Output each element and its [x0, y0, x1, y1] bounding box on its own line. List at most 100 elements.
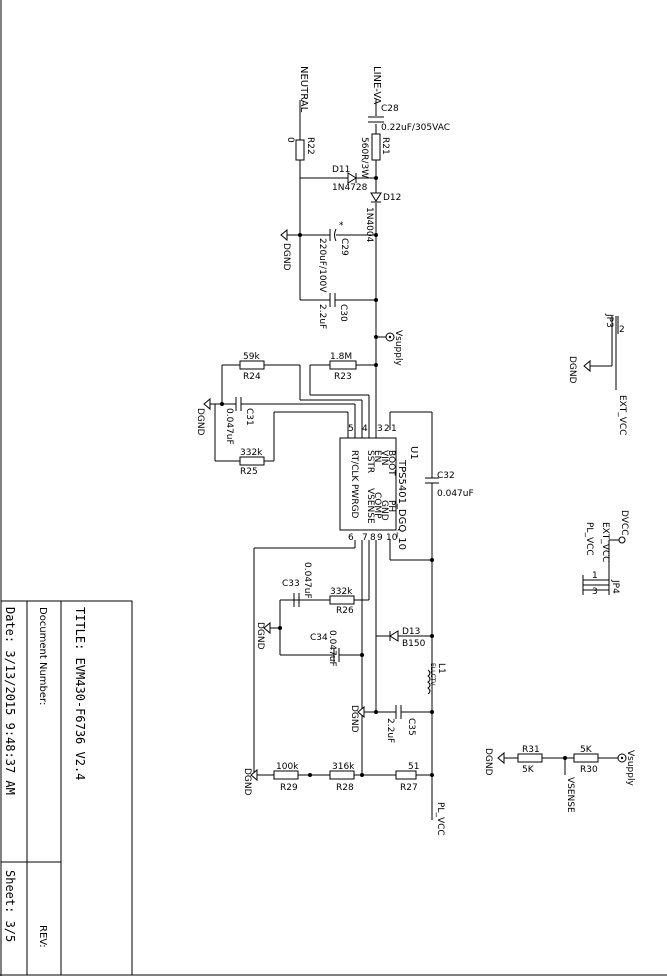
svg-text:1N4004: 1N4004	[364, 207, 374, 243]
u1-ic: 1 2 3 4 5 BOOT VIN EN SSTR RT/CLK PH GND…	[339, 424, 419, 550]
net-dvcc-label: DVCC	[619, 510, 629, 536]
junction	[374, 176, 378, 180]
c35-capacitor: C35 2.2uF	[376, 705, 432, 743]
svg-text:C35: C35	[406, 718, 416, 736]
svg-text:1N4728: 1N4728	[332, 183, 368, 193]
d12-diode: D12 1N4004	[364, 192, 401, 243]
svg-text:3: 3	[592, 587, 598, 597]
dgnd-symbol-3: DGND	[255, 621, 280, 650]
document-number-label: Document Number:	[37, 607, 48, 705]
r31-resistor: R31 5K	[504, 745, 574, 775]
svg-text:1: 1	[391, 424, 397, 434]
jp3-jumper: JP3 2	[590, 313, 625, 390]
svg-text:RT/CLK: RT/CLK	[349, 450, 359, 482]
svg-text:DGND: DGND	[349, 705, 359, 733]
svg-text:COMP: COMP	[372, 492, 382, 519]
svg-text:R26: R26	[336, 606, 354, 616]
dgnd-symbol-2: DGND	[195, 397, 211, 436]
c30-capacitor: C30 2.2uF	[300, 293, 376, 329]
d11-zener-diode: D11 1N4728	[300, 165, 376, 193]
net-pl-vcc-label: PL_VCC	[435, 802, 445, 836]
svg-text:1: 1	[592, 571, 598, 581]
svg-text:316k: 316k	[332, 762, 355, 772]
u1-ref: U1	[408, 446, 419, 460]
svg-text:DGND: DGND	[255, 622, 265, 650]
dgnd-symbol-5: DGND	[242, 768, 258, 796]
svg-text:10: 10	[386, 533, 398, 543]
svg-text:BOOT: BOOT	[386, 450, 396, 476]
jp4-jumper: JP4 1 3	[582, 539, 620, 597]
svg-text:VSENSE: VSENSE	[365, 488, 375, 524]
net-vsense-label: VSENSE	[565, 777, 575, 813]
c34-capacitor: 0.047uF C34	[280, 630, 362, 667]
svg-text:C30: C30	[338, 304, 348, 322]
svg-text:C29: C29	[339, 238, 349, 256]
svg-text:PH: PH	[386, 500, 396, 512]
r28-resistor: 316k R28	[329, 762, 396, 793]
title-text: TITLE: EVM430-F6736 V2.4	[73, 607, 87, 780]
svg-text:R21: R21	[380, 137, 390, 155]
svg-text:0.047uF: 0.047uF	[437, 489, 474, 499]
c32-capacitor: C32 0.047uF	[425, 412, 474, 560]
svg-text:9: 9	[377, 533, 383, 543]
svg-text:B150: B150	[402, 639, 426, 649]
svg-text:R24: R24	[243, 372, 261, 382]
svg-text:PWRGD: PWRGD	[349, 484, 359, 519]
net-line-label: LINE-VA	[371, 66, 382, 105]
svg-text:ELLCTV: ELLCTV	[429, 663, 436, 686]
svg-text:DGND: DGND	[483, 748, 493, 776]
svg-text:8: 8	[370, 533, 376, 543]
net-neutral-label: NEUTRAL	[298, 66, 309, 113]
svg-text:Vsupply: Vsupply	[625, 750, 635, 786]
dgnd-symbol-4: DGND	[349, 705, 376, 733]
c28-capacitor: C28 0.22uF/305VAC	[368, 104, 450, 133]
net-ext-vcc-label-1: EXT_VCC	[617, 395, 627, 435]
svg-text:2.2uF: 2.2uF	[385, 718, 395, 743]
svg-text:332k: 332k	[240, 448, 263, 458]
rev-label: REV:	[37, 925, 48, 948]
svg-text:D12: D12	[383, 193, 401, 203]
svg-text:DGND: DGND	[195, 408, 205, 436]
r27-resistor: 51 R27	[395, 762, 432, 793]
svg-text:R28: R28	[336, 783, 354, 793]
svg-text:3: 3	[377, 424, 383, 434]
svg-text:D13: D13	[402, 627, 420, 637]
r26-resistor: 332k R26	[280, 587, 369, 616]
vsupply-terminal: Vsupply	[376, 330, 403, 366]
svg-text:Vsupply: Vsupply	[393, 330, 403, 366]
svg-text:5: 5	[348, 424, 354, 434]
dgnd-symbol-1: DGND	[280, 228, 300, 271]
date-text: Date: 3/13/2015 9:48:37 AM	[3, 607, 17, 795]
d13-diode: D13 B150	[376, 627, 432, 649]
vsupply-terminal-2: Vsupply	[617, 750, 635, 786]
svg-text:C32: C32	[437, 471, 455, 481]
r30-resistor: 5K R30	[573, 745, 618, 775]
r29-resistor: 100k R29	[257, 762, 330, 793]
svg-text:0.047uF: 0.047uF	[327, 630, 337, 667]
svg-text:2: 2	[384, 424, 390, 434]
svg-text:0.22uF/305VAC: 0.22uF/305VAC	[381, 123, 450, 133]
l1-inductor: L1 ELLCTV	[427, 663, 446, 695]
r21-resistor: R21 560R/3W	[359, 133, 390, 178]
svg-text:7: 7	[362, 533, 368, 543]
svg-text:560R/3W: 560R/3W	[359, 137, 369, 178]
svg-text:DGND: DGND	[567, 356, 577, 384]
svg-text:R31: R31	[522, 745, 540, 755]
svg-text:5K: 5K	[580, 745, 593, 755]
svg-text:EN: EN	[372, 450, 382, 462]
svg-text:JP3: JP3	[604, 313, 614, 328]
r25-resistor: 332k R25	[214, 404, 349, 477]
svg-text:100k: 100k	[276, 762, 299, 772]
svg-text:1.8M: 1.8M	[330, 352, 352, 362]
net-pl-vcc-label-2: PL_VCC	[584, 522, 594, 556]
svg-text:R29: R29	[280, 783, 298, 793]
svg-text:C31: C31	[244, 408, 254, 426]
svg-text:R25: R25	[240, 467, 258, 477]
svg-text:4: 4	[362, 424, 368, 434]
net-ext-vcc-label-2: EXT_VCC	[600, 522, 610, 562]
svg-text:L1: L1	[436, 663, 446, 674]
svg-text:DGND: DGND	[242, 768, 252, 796]
dgnd-symbol-6: DGND	[567, 356, 591, 384]
